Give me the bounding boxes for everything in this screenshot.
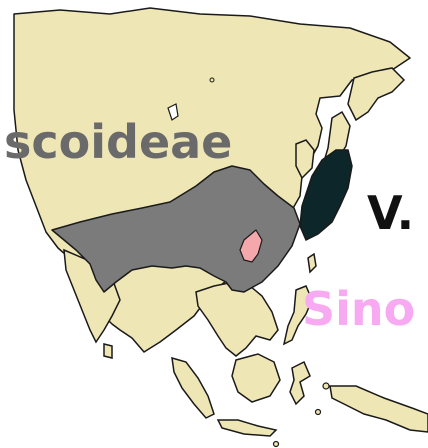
small-island (322, 382, 330, 390)
inland-lake (167, 103, 179, 121)
far-east-landmass (347, 67, 406, 122)
pink-range-area (239, 229, 263, 263)
grey-range-area (51, 165, 301, 293)
java-landmass (216, 419, 278, 437)
philippines-landmass (282, 285, 313, 346)
sulawesi-landmass (289, 360, 311, 406)
taiwan-landmass (307, 252, 317, 274)
sumatra-landmass (171, 356, 215, 419)
small-island (272, 440, 280, 448)
dark-range-area (299, 149, 353, 242)
korea-landmass (295, 139, 315, 180)
range-label-sino: Sino (302, 282, 416, 336)
borneo-landmass (231, 353, 281, 403)
small-island (209, 77, 215, 83)
new-guinea-landmass (329, 385, 428, 433)
range-label-left: scoideae (4, 115, 233, 169)
sri-lanka-landmass (103, 343, 113, 359)
range-label-right: V. co (367, 186, 428, 240)
indochina-landmass (195, 281, 279, 357)
small-island (314, 408, 322, 416)
